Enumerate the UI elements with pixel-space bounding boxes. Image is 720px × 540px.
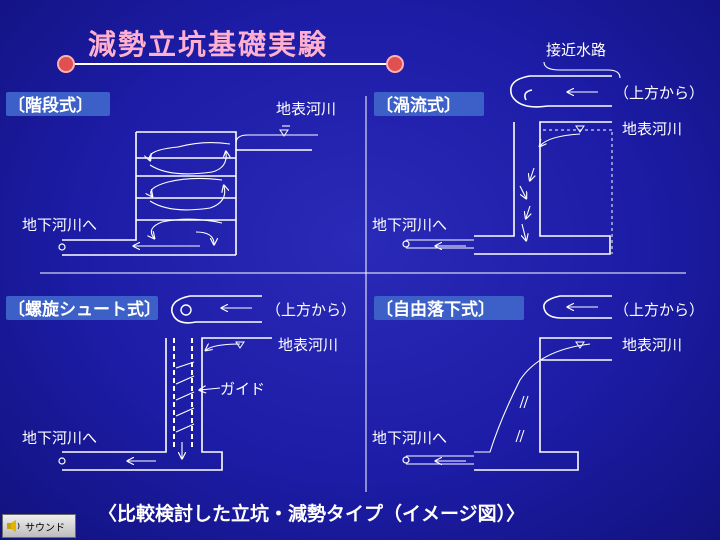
spiral-surface-river: 地表河川 [278, 336, 338, 354]
stepped-underground-river: 地下河川へ [22, 216, 97, 234]
vortex-from-above: （上方から） [614, 84, 704, 102]
stepped-heading: 〔階段式〕 [8, 95, 93, 116]
figure-caption: 〈比較検討した立坑・減勢タイプ（イメージ図）〉 [98, 502, 525, 525]
spiral-from-above: （上方から） [266, 301, 356, 319]
title-group: 減勢立坑基礎実験 [57, 28, 404, 73]
spiral-guide-label: ガイド [220, 380, 265, 398]
stepped-surface-river: 地表河川 [276, 100, 336, 118]
vortex-heading: 〔渦流式〕 [376, 95, 461, 116]
sound-button[interactable]: サウンド [2, 514, 76, 538]
vortex-heading-bg [374, 92, 484, 116]
free-fall-heading-bg [374, 296, 524, 320]
approach-bracket [543, 61, 621, 79]
spiral-heading: 〔螺旋シュート式〕 [8, 299, 161, 320]
free-fall-section: 〔自由落下式〕 （上方から） 地表河川 地下河川へ [372, 295, 704, 471]
vortex-section: 〔渦流式〕 接近水路 （上方から） 地表河川 地下河川へ [372, 41, 704, 255]
stepped-section: 〔階段式〕 地表河川 地下河川へ [6, 92, 336, 256]
page-title: 減勢立坑基礎実験 [88, 28, 328, 61]
free-fall-underground-river: 地下河川へ [372, 429, 447, 447]
sound-button-label: サウンド [25, 522, 65, 534]
free-fall-from-above: （上方から） [614, 301, 704, 319]
speaker-icon [7, 520, 20, 532]
free-fall-surface-river: 地表河川 [622, 336, 682, 354]
title-dot-left [57, 55, 75, 73]
spiral-section: 〔螺旋シュート式〕 （上方から） 地表河川 ガイド 地下河川へ [6, 295, 356, 471]
title-dot-right [386, 55, 404, 73]
free-fall-shaft [402, 295, 612, 471]
stepped-heading-bg [6, 92, 110, 116]
spiral-shaft [58, 295, 272, 471]
spiral-underground-river: 地下河川へ [22, 429, 97, 447]
vortex-underground-river: 地下河川へ [372, 216, 447, 234]
vortex-shaft [402, 75, 613, 255]
stepped-shaft [58, 125, 318, 256]
free-fall-heading: 〔自由落下式〕 [376, 299, 495, 320]
spiral-heading-bg [6, 296, 158, 320]
vortex-surface-river: 地表河川 [622, 120, 682, 138]
vortex-approach-channel: 接近水路 [546, 41, 606, 59]
